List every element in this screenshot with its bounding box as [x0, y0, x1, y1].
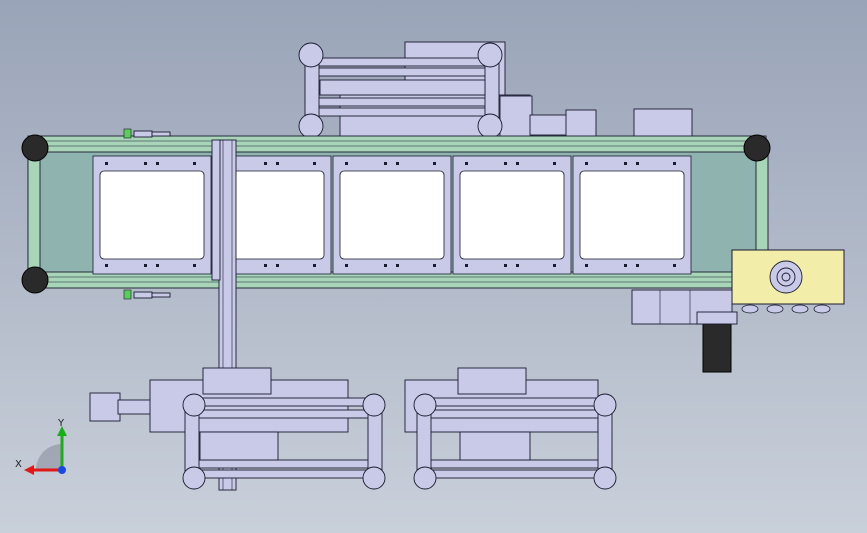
- conveyor-end-left: [27, 145, 41, 281]
- axis-z-marker: [58, 466, 66, 474]
- axis-x-label: X: [15, 459, 22, 470]
- bottom-left-linear-module[interactable]: [89, 367, 386, 490]
- motor-foot: [741, 304, 759, 314]
- axis-y-label: Y: [57, 418, 65, 429]
- control-box[interactable]: [633, 108, 693, 138]
- tray: [572, 155, 692, 275]
- motor-foot: [766, 304, 784, 314]
- main-conveyor[interactable]: [21, 134, 771, 294]
- axis-triad-shade: [36, 444, 62, 470]
- roller-top-left: [21, 134, 49, 162]
- drive-motor[interactable]: [631, 249, 845, 373]
- conveyor-rail-top: [27, 135, 767, 153]
- top-linear-module[interactable]: [298, 41, 597, 142]
- motor-foot: [791, 304, 809, 314]
- sensor-top[interactable]: [123, 128, 171, 139]
- motor-foot: [813, 304, 831, 314]
- bottom-right-linear-module[interactable]: [404, 367, 617, 490]
- sensor-bottom[interactable]: [123, 289, 171, 300]
- axis-triad: Y X: [15, 418, 67, 475]
- tray-row: [92, 155, 692, 275]
- tray: [332, 155, 452, 275]
- roller-bottom-left: [21, 266, 49, 294]
- roller-top-right: [743, 134, 771, 162]
- tray: [92, 155, 212, 275]
- tray: [452, 155, 572, 275]
